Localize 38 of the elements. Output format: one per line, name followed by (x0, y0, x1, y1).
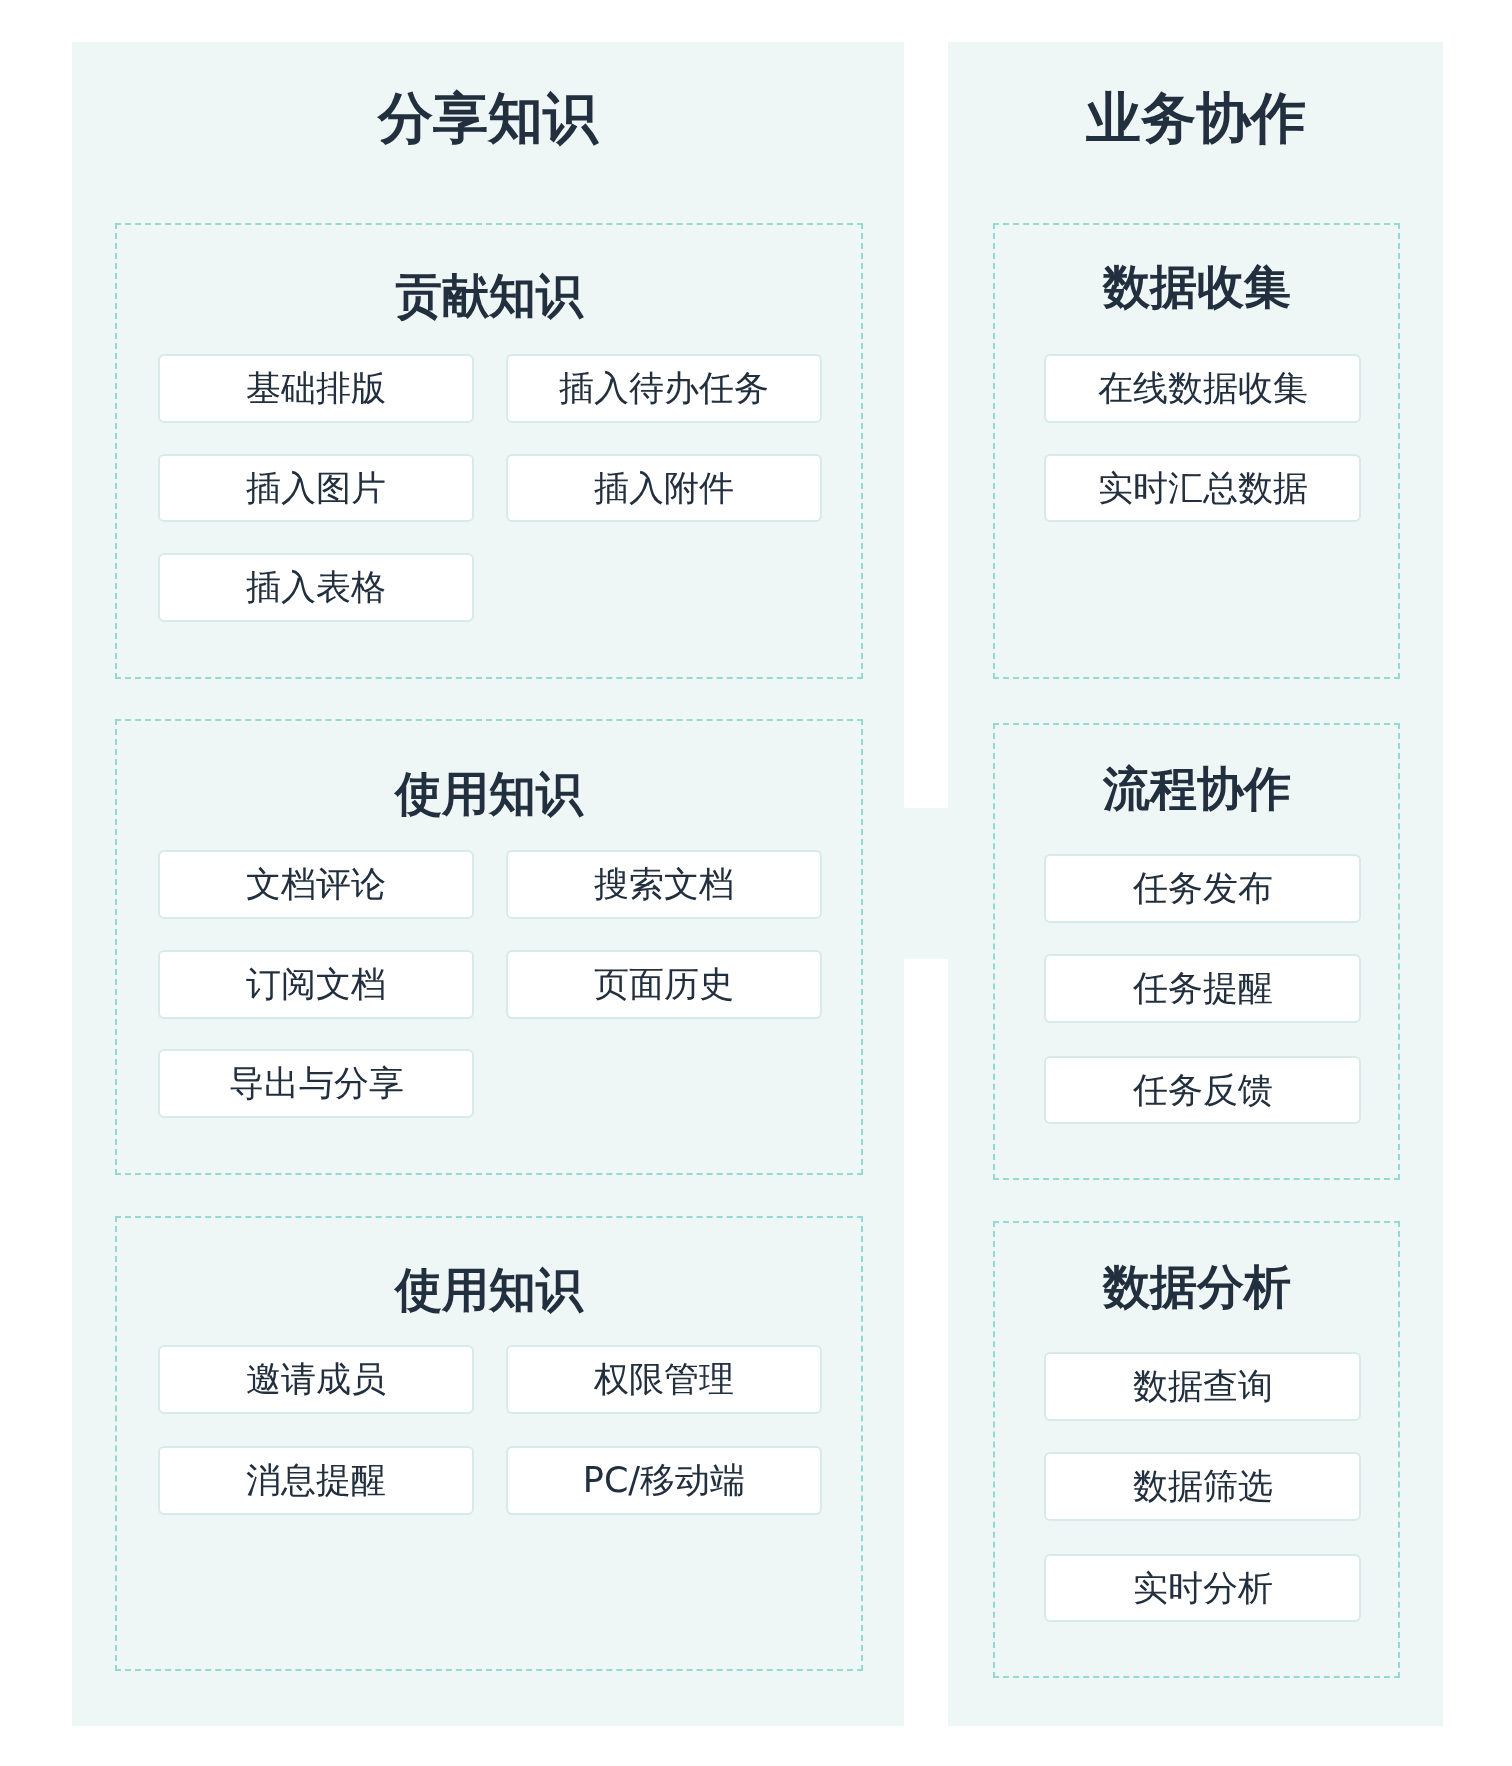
feature-box: 权限管理 (506, 1345, 822, 1414)
feature-box: 任务反馈 (1044, 1056, 1361, 1124)
feature-box: 插入图片 (158, 454, 474, 522)
feature-box: 数据查询 (1044, 1352, 1361, 1421)
section-frame (115, 719, 863, 1175)
section-heading: 使用知识 (395, 765, 583, 823)
feature-box: 基础排版 (158, 354, 474, 423)
section-heading: 使用知识 (395, 1261, 583, 1319)
panel-title: 分享知识 (378, 85, 598, 151)
panel (948, 42, 1443, 1726)
feature-box: 实时汇总数据 (1044, 454, 1361, 522)
feature-box: 文档评论 (158, 850, 474, 919)
feature-box: PC/移动端 (506, 1446, 822, 1515)
section-frame (115, 1216, 863, 1671)
feature-box: 搜索文档 (506, 850, 822, 919)
panel-title: 业务协作 (1085, 85, 1306, 151)
section-frame (993, 223, 1400, 679)
feature-box: 在线数据收集 (1044, 354, 1361, 423)
section-frame (993, 1221, 1400, 1678)
feature-box: 插入附件 (506, 454, 822, 522)
feature-box: 插入表格 (158, 553, 474, 622)
feature-box: 订阅文档 (158, 950, 474, 1019)
section-heading: 流程协作 (1102, 760, 1291, 818)
section-frame (993, 723, 1400, 1180)
feature-box: 数据筛选 (1044, 1452, 1361, 1521)
feature-box: 插入待办任务 (506, 354, 822, 423)
feature-box: 页面历史 (506, 950, 822, 1019)
feature-box: 消息提醒 (158, 1446, 474, 1515)
feature-box: 邀请成员 (158, 1345, 474, 1414)
feature-box: 任务提醒 (1044, 954, 1361, 1023)
panel (72, 42, 904, 1726)
section-heading: 数据收集 (1102, 258, 1291, 316)
feature-box: 实时分析 (1044, 1554, 1361, 1622)
section-heading: 贡献知识 (395, 267, 583, 325)
section-frame (115, 223, 863, 679)
feature-box: 任务发布 (1044, 854, 1361, 923)
section-heading: 数据分析 (1102, 1258, 1291, 1316)
feature-box: 导出与分享 (158, 1049, 474, 1118)
